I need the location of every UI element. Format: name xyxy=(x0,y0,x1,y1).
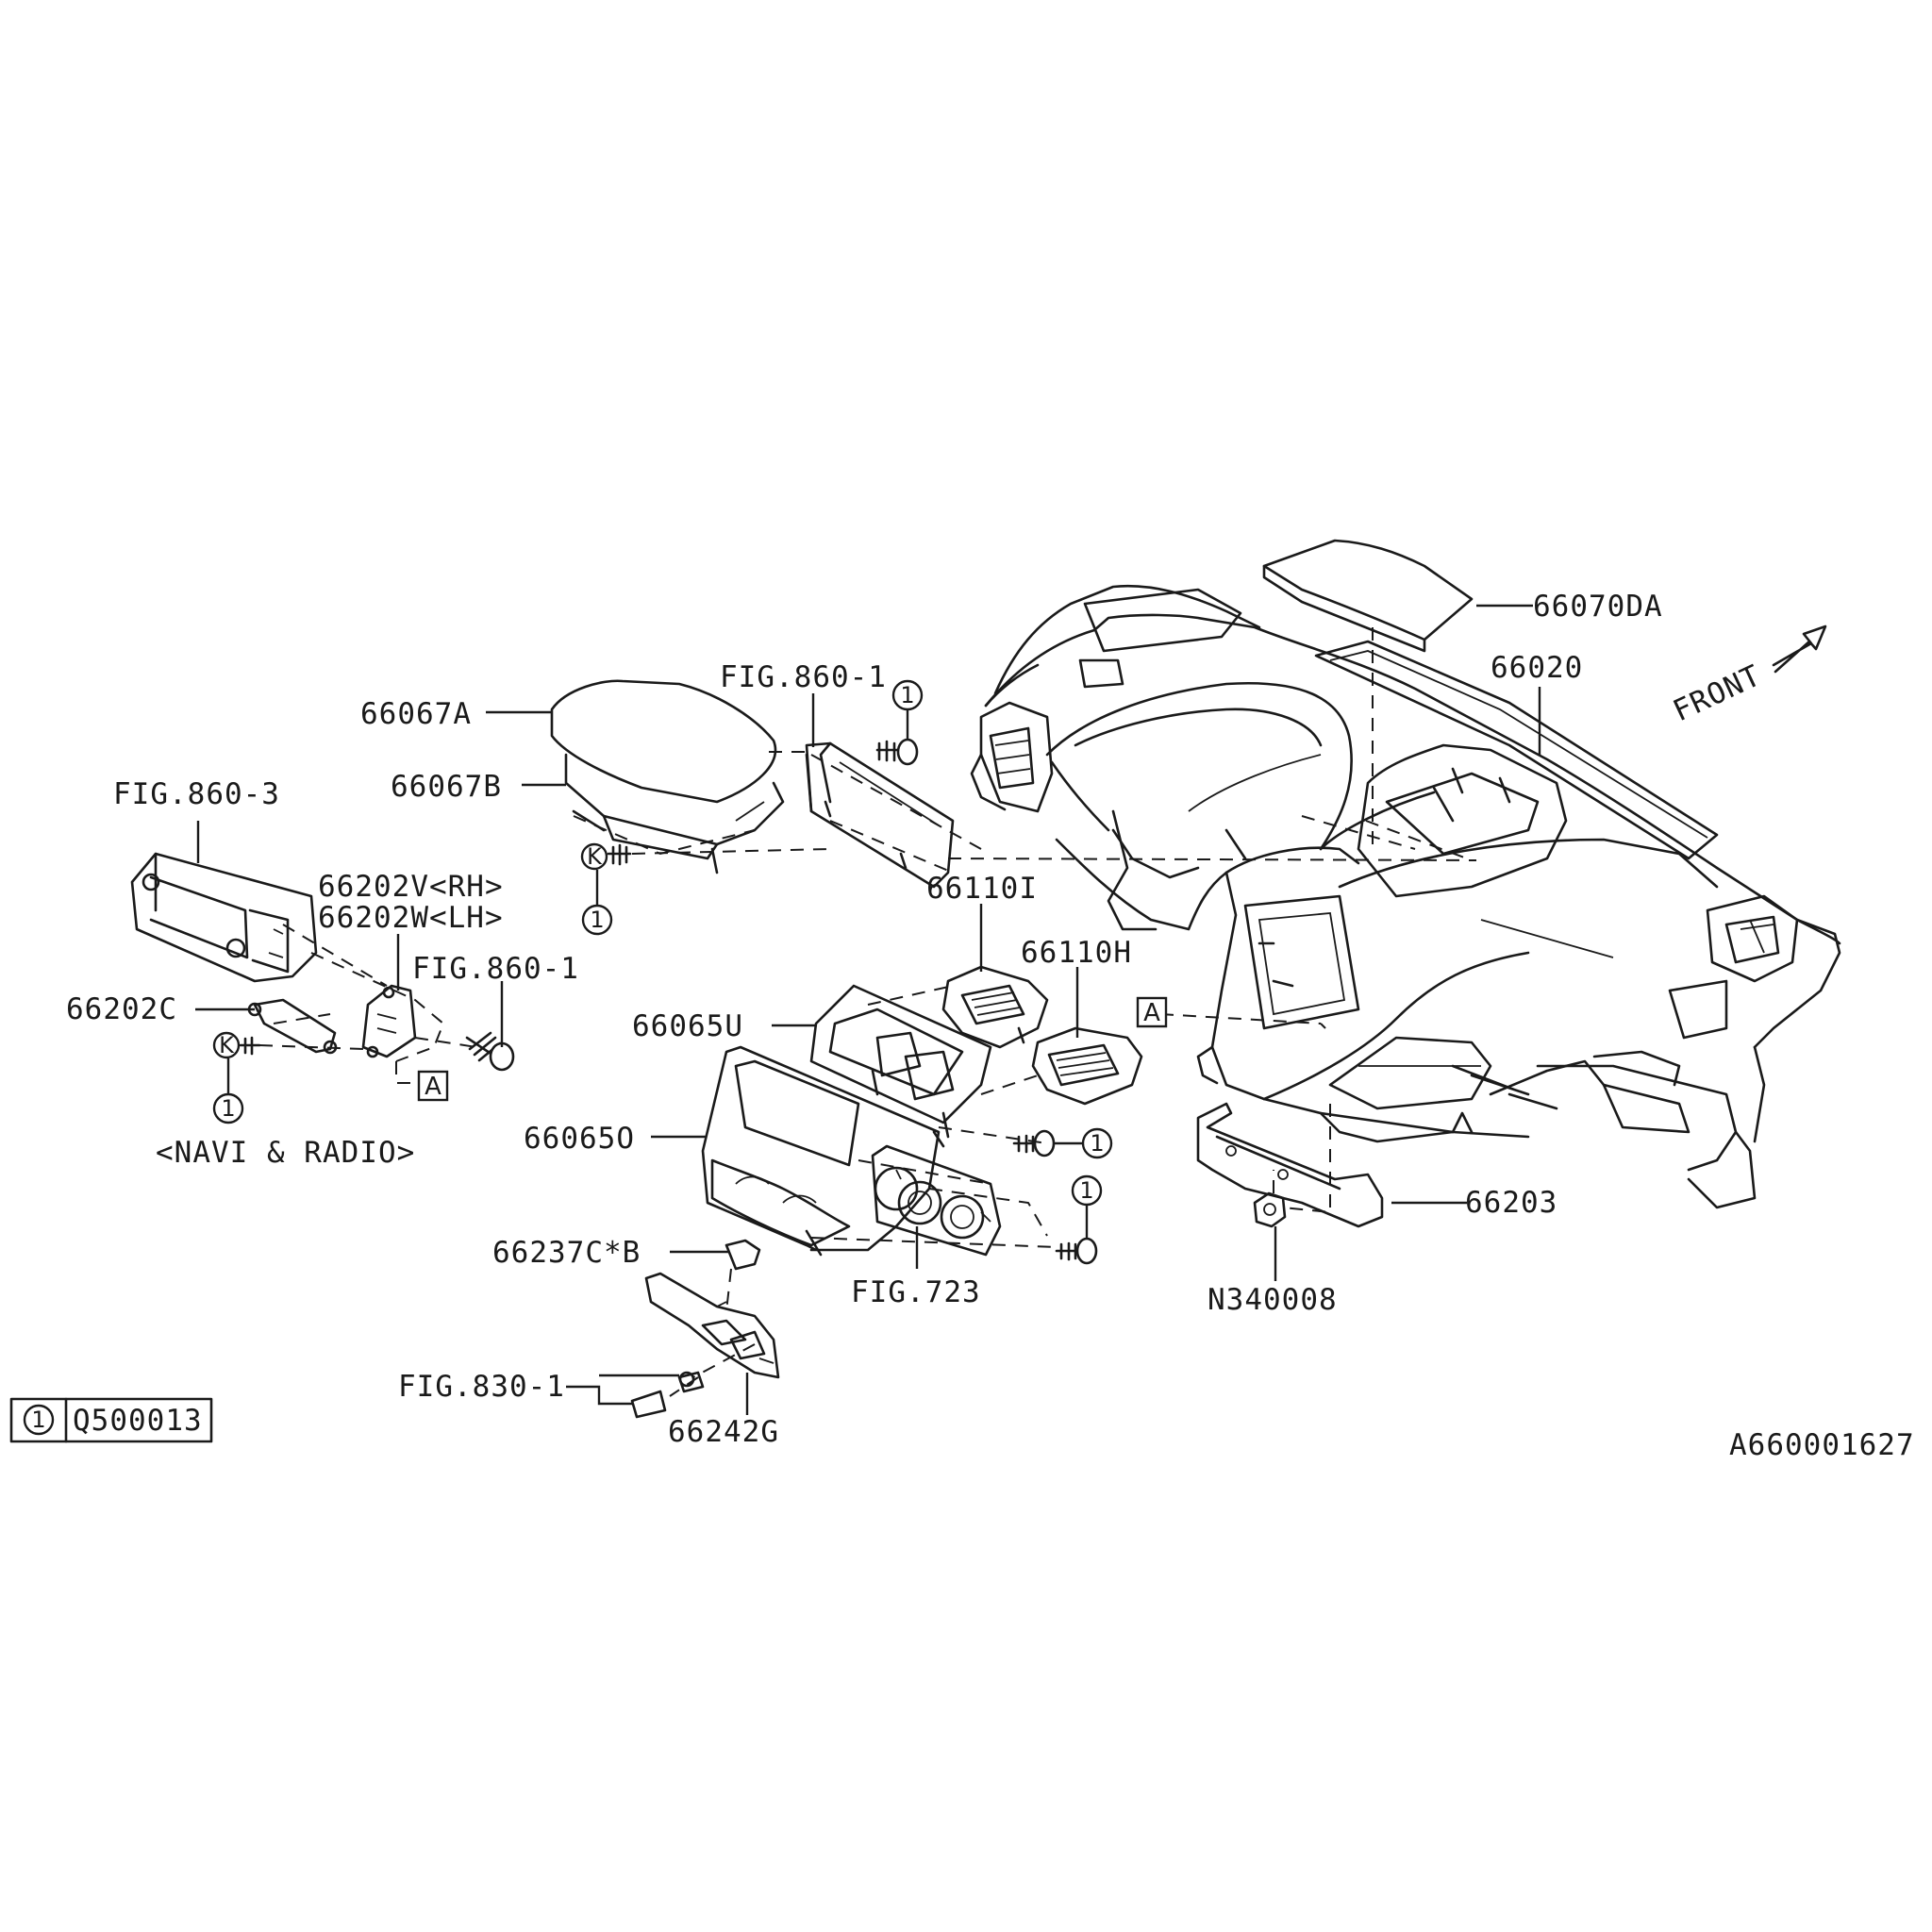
callout-1-text: 1 xyxy=(221,1095,235,1122)
front-label: FRONT xyxy=(1668,658,1766,728)
legend-symbol: 1 xyxy=(31,1407,45,1433)
legend-box: 1 Q500013 xyxy=(9,1397,213,1443)
label-66242G: 66242G xyxy=(668,1415,779,1449)
callout-1-climate: 1 xyxy=(1071,1174,1103,1239)
callout-1-bezel: 1 xyxy=(1055,1127,1113,1159)
label-66203: 66203 xyxy=(1465,1186,1557,1220)
callout-1-lid: 1 xyxy=(581,870,613,936)
label-66067A: 66067A xyxy=(360,697,472,731)
bolt-k-mark-navi: K xyxy=(219,1032,235,1058)
ref-a-mid: A xyxy=(1143,999,1160,1027)
ref-a-square-navi: A xyxy=(417,1070,449,1102)
label-66202V: 66202V<RH> xyxy=(318,870,504,904)
label-navi-radio: <NAVI & RADIO> xyxy=(156,1136,415,1170)
callout-1-text: 1 xyxy=(900,682,914,708)
center-panel-66065O xyxy=(701,1045,945,1257)
climate-control-unit xyxy=(871,1144,1002,1257)
upper-lid-66067A xyxy=(550,679,777,804)
navi-screw xyxy=(465,1031,515,1072)
ref-a-navi: A xyxy=(425,1073,441,1101)
label-66065U: 66065U xyxy=(632,1009,743,1043)
callout-1-text: 1 xyxy=(1079,1177,1093,1204)
label-66237C-B: 66237C*B xyxy=(492,1236,641,1270)
label-66070DA: 66070DA xyxy=(1533,590,1663,624)
bracket-66202V-W xyxy=(361,984,417,1058)
label-N340008: N340008 xyxy=(1208,1283,1338,1317)
panel-top-rail xyxy=(1314,640,1719,860)
label-66202W: 66202W<LH> xyxy=(318,901,504,935)
label-fig860-1-mid: FIG.860-1 xyxy=(412,952,579,986)
bracket-66203 xyxy=(1196,1102,1384,1228)
label-66110I: 66110I xyxy=(926,872,1038,906)
callout-1-meter: 1 xyxy=(891,679,924,741)
label-fig830-1: FIG.830-1 xyxy=(398,1370,565,1404)
bulb-sockets xyxy=(630,1371,705,1419)
front-arrow: FRONT xyxy=(1668,625,1827,728)
side-vent-66110I xyxy=(941,965,1049,1049)
navi-radio-unit xyxy=(130,852,318,983)
label-fig860-3: FIG.860-3 xyxy=(113,777,280,811)
bezel-screw-2 xyxy=(1055,1237,1098,1265)
callout-1-navi: 1 xyxy=(212,1058,244,1124)
drawing-number: A660001627 xyxy=(1729,1428,1915,1462)
panel-top-rail-inner xyxy=(1329,650,1708,839)
legend-part-number: Q500013 xyxy=(73,1404,203,1438)
bezel-screw-1 xyxy=(1012,1129,1056,1158)
label-66065O: 66065O xyxy=(524,1122,635,1156)
lid-bolt: K xyxy=(580,842,632,871)
nut-N340008 xyxy=(1253,1191,1287,1228)
callout-1-text: 1 xyxy=(1090,1130,1104,1157)
bolt-k-mark: K xyxy=(587,843,603,870)
bezel-66065U xyxy=(809,984,992,1139)
combination-meter xyxy=(805,741,955,889)
callout-1-text: 1 xyxy=(590,907,604,933)
label-66067B: 66067B xyxy=(391,770,502,804)
switch-panel-66242G xyxy=(644,1272,780,1379)
instrument-panel-66020 xyxy=(970,584,1841,1209)
switch-66237C-B xyxy=(724,1239,761,1271)
ref-a-square-mid: A xyxy=(1136,996,1168,1028)
label-66110H: 66110H xyxy=(1021,936,1132,970)
label-66020: 66020 xyxy=(1491,651,1583,685)
navi-bolt: K xyxy=(212,1031,261,1059)
leader-lines xyxy=(195,604,1541,1415)
assembly-lines xyxy=(258,627,1477,1397)
defroster-grille-66070DA xyxy=(1262,539,1474,653)
meter-screw xyxy=(875,738,919,766)
center-vent-66110H xyxy=(1031,1026,1143,1106)
label-fig860-1-top: FIG.860-1 xyxy=(720,660,887,694)
label-66202C: 66202C xyxy=(66,992,177,1026)
label-fig723: FIG.723 xyxy=(851,1275,981,1309)
